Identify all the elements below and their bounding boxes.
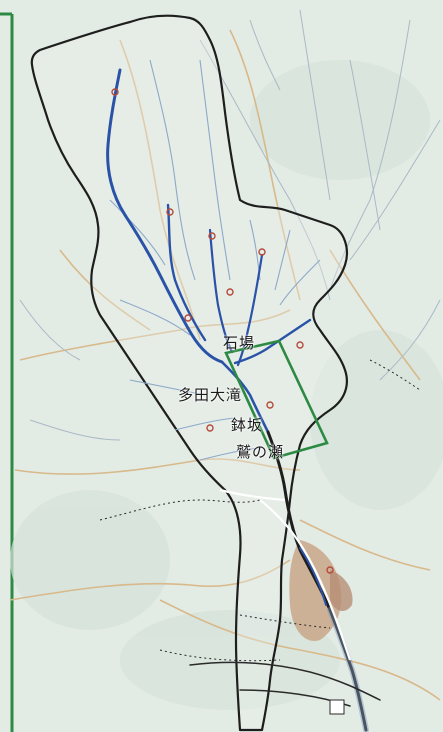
rail-lines xyxy=(219,488,352,661)
admin-boundaries xyxy=(99,359,421,662)
label-sagi-no-se: 鷲の瀬 xyxy=(236,443,285,461)
focus-area-box xyxy=(224,339,329,460)
main-river xyxy=(106,68,312,434)
label-tadaodaki: 多田大滝 xyxy=(178,386,243,404)
road-network xyxy=(9,29,441,701)
urban-area xyxy=(289,540,353,641)
label-sawadai: 鉢坂 xyxy=(231,416,264,434)
outer-streams xyxy=(19,9,441,441)
site-markers xyxy=(111,88,334,574)
inner-tributaries xyxy=(109,59,321,461)
label-ishiba: 石場 xyxy=(223,334,256,352)
watershed-boundary xyxy=(30,14,348,732)
corner-marker xyxy=(329,699,345,715)
